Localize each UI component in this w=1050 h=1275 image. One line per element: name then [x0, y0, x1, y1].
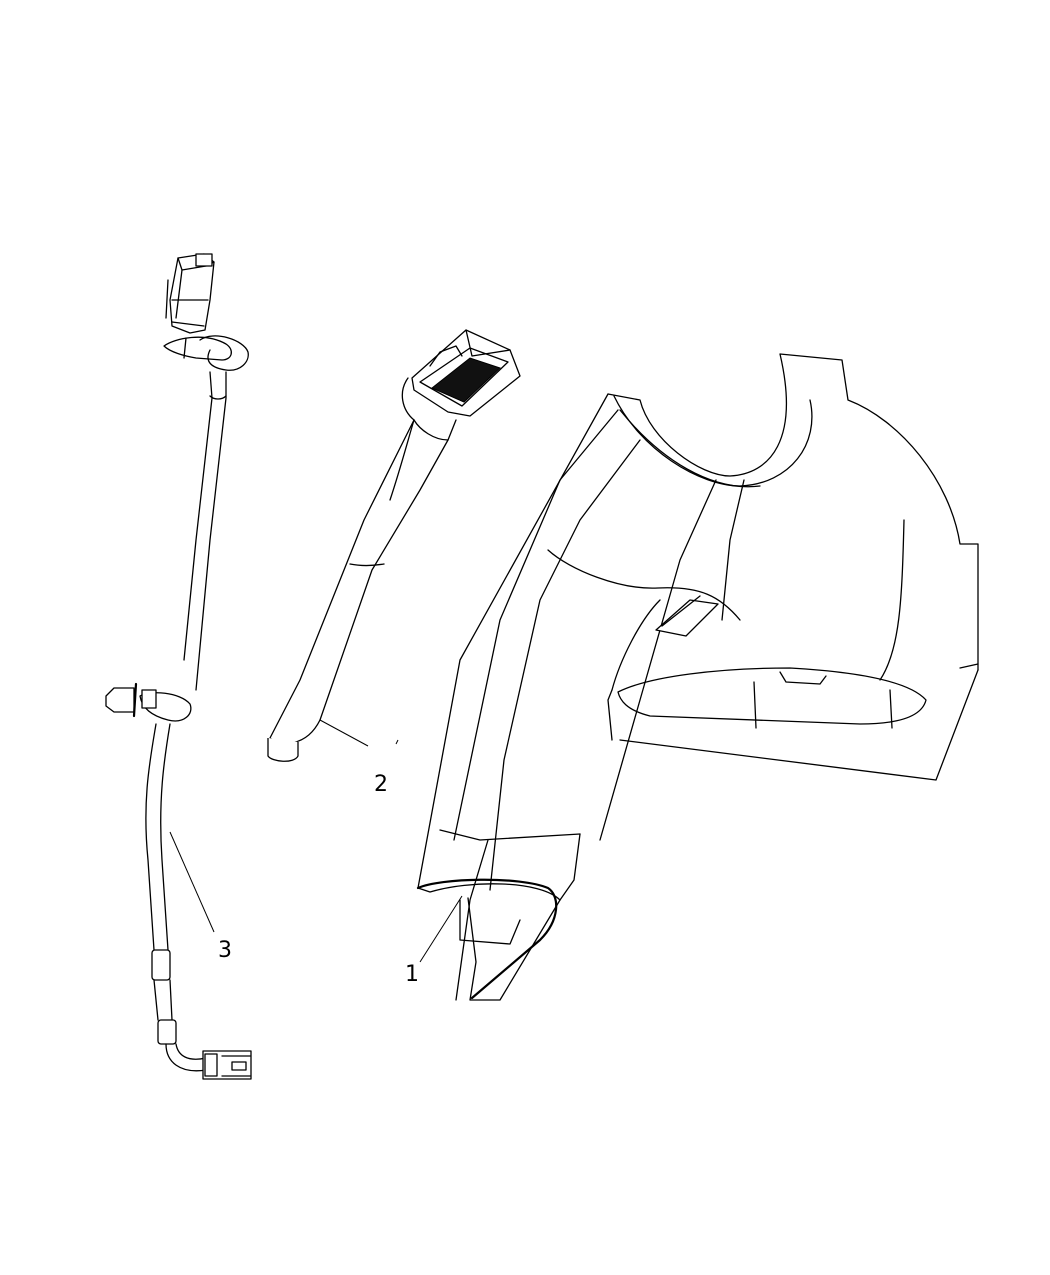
trim-panel-part-1: [416, 353, 979, 1001]
callout-2: 2: [374, 772, 388, 797]
top-connector-icon: [165, 253, 215, 334]
callout-1: 1: [405, 962, 419, 987]
wiring-harness-part-3: [105, 253, 252, 1080]
middle-clip-icon: [105, 682, 192, 722]
bottom-connector-icon: [202, 1050, 252, 1080]
lamp-part-2: [267, 329, 521, 762]
callout-3: 3: [218, 938, 232, 963]
